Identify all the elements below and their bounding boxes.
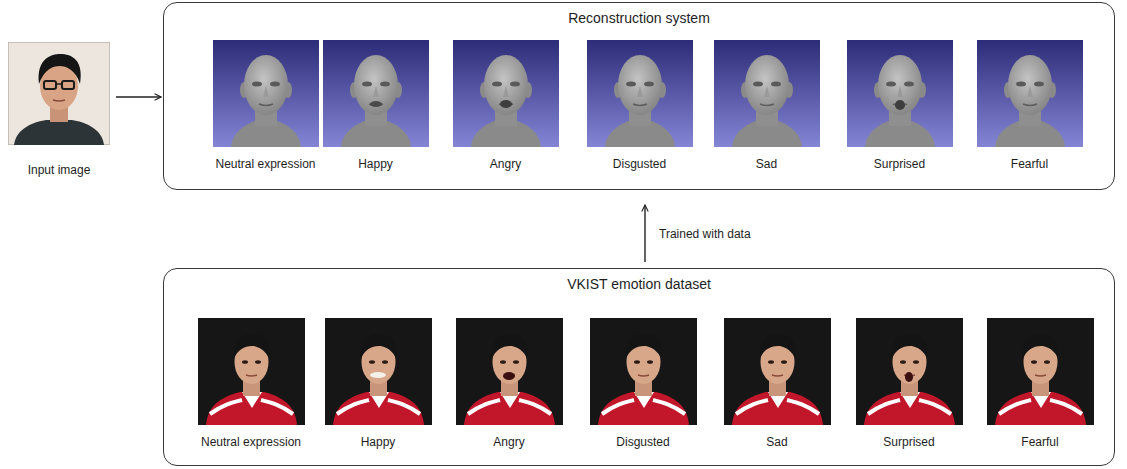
connector-arrow [644, 205, 645, 262]
thumbnail-node: Fearful [977, 316, 1104, 452]
group-box: Reconstruction systemNeutral expression H… [163, 2, 1115, 190]
thumbnail-node: Neutral expression [188, 316, 315, 452]
open-mouth [905, 372, 913, 382]
open-mouth [895, 100, 905, 110]
face-photo [456, 318, 563, 425]
thumbnail-node: Sad [714, 316, 841, 452]
thumbnail-node: Disgusted [580, 316, 707, 452]
box-title: VKIST emotion dataset [164, 269, 1114, 292]
caption-text: Happy [361, 435, 396, 452]
thumbnail-node: Angry [446, 316, 573, 452]
thumbnail-node: Happy [313, 38, 439, 174]
open-mouth [503, 372, 515, 380]
caption-text: Disgusted [613, 157, 666, 174]
thumbnail-node: Happy [315, 316, 442, 452]
group-box: VKIST emotion datasetNeutral expression H… [163, 268, 1115, 466]
caption-text: Sad [756, 157, 777, 174]
face-photo [325, 318, 432, 425]
open-mouth [500, 100, 512, 108]
head-render [714, 40, 820, 147]
head-render [453, 40, 559, 147]
caption-text: Angry [493, 435, 524, 452]
face-photo [987, 318, 1094, 425]
caption-text: Neutral expression [215, 157, 315, 174]
caption-text: Angry [490, 157, 521, 174]
thumbnail-node: Surprised [837, 38, 963, 174]
head-render [977, 40, 1083, 147]
head-render [213, 40, 319, 147]
thumbnail-node: Sad [704, 38, 830, 174]
head-render [323, 40, 429, 147]
connector-arrow [116, 96, 161, 97]
caption-text: Neutral expression [201, 435, 301, 452]
open-mouth [370, 101, 382, 107]
thumbnail-node: Angry [443, 38, 569, 174]
face-photo [724, 318, 831, 425]
head-render [847, 40, 953, 147]
edge-label: Trained with data [657, 227, 753, 241]
caption-text: Surprised [883, 435, 934, 452]
smile-teeth [370, 372, 386, 378]
face-photo [856, 318, 963, 425]
input-photo [8, 42, 110, 145]
caption-text: Fearful [1021, 435, 1058, 452]
face-photo [590, 318, 697, 425]
box-title: Reconstruction system [164, 3, 1114, 26]
caption-text: Disgusted [616, 435, 669, 452]
caption-text: Surprised [874, 157, 925, 174]
thumbnail-node: Fearful [967, 38, 1093, 174]
image-node: Input image [4, 40, 114, 180]
thumbnail-node: Surprised [846, 316, 973, 452]
caption-text: Fearful [1011, 157, 1048, 174]
caption-text: Sad [766, 435, 787, 452]
head-render [587, 40, 693, 147]
caption-text: Input image [28, 163, 91, 180]
thumbnail-node: Neutral expression [203, 38, 329, 174]
caption-text: Happy [358, 157, 393, 174]
thumbnail-node: Disgusted [577, 38, 703, 174]
face-photo [198, 318, 305, 425]
